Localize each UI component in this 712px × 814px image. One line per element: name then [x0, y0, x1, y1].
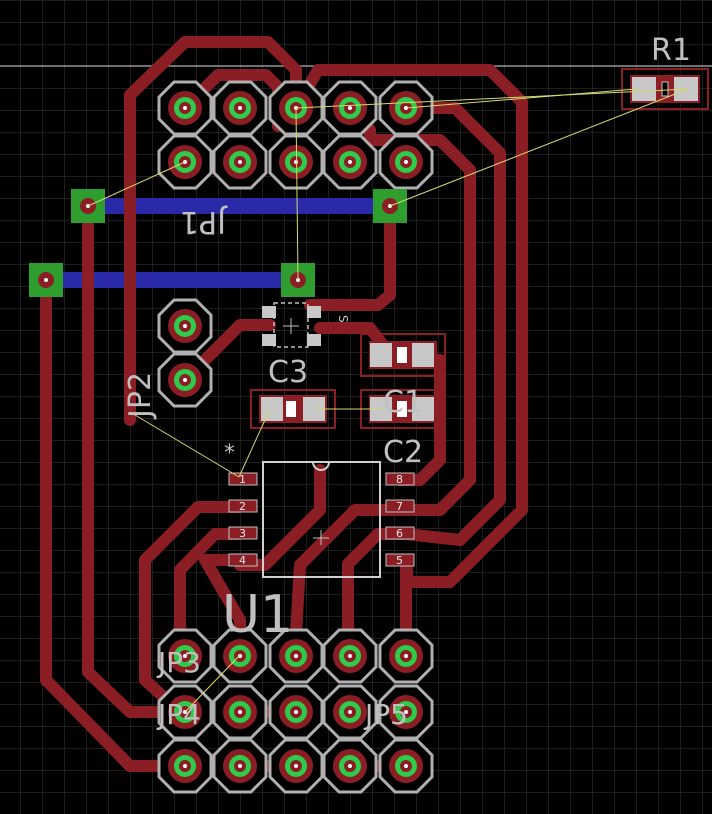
through-hole-pad[interactable] — [268, 134, 324, 190]
through-hole-pad[interactable] — [378, 628, 434, 684]
through-hole-pad[interactable] — [322, 628, 378, 684]
through-hole-pad[interactable] — [268, 684, 324, 740]
label-jp1: JP1 — [180, 204, 228, 239]
through-hole-pad[interactable] — [378, 738, 434, 794]
label-c3: C3 — [268, 355, 308, 390]
label-jp4: JP4 — [156, 698, 201, 731]
label-jp5: JP5 — [363, 698, 408, 731]
through-hole-pad[interactable] — [157, 352, 213, 408]
trace-a[interactable] — [124, 36, 302, 426]
through-hole-pad[interactable] — [157, 80, 213, 136]
u1-pad[interactable] — [228, 526, 258, 540]
sot-regulator[interactable] — [262, 302, 321, 348]
through-hole-pad[interactable] — [212, 134, 268, 190]
trace-q[interactable] — [40, 274, 412, 772]
u1-pad[interactable] — [385, 472, 415, 486]
label-jp3: JP3 — [156, 646, 201, 679]
u1-pin-number: 7 — [396, 500, 403, 513]
u1-pin-number: 2 — [239, 500, 246, 513]
through-hole-pad[interactable] — [212, 684, 268, 740]
airwire — [295, 88, 689, 109]
pin1-marker: * — [224, 441, 235, 466]
airwire — [184, 654, 241, 713]
u1-pad[interactable] — [228, 472, 258, 486]
airwire — [129, 411, 240, 478]
u1-pin-number: 3 — [239, 527, 246, 540]
through-hole-pad[interactable] — [157, 738, 213, 794]
through-hole-pad[interactable] — [212, 80, 268, 136]
via-group — [29, 189, 407, 297]
airwire — [295, 107, 299, 281]
u1-pin-number: 6 — [396, 527, 403, 540]
through-hole-pad[interactable] — [378, 684, 434, 740]
u1-pin-number: 5 — [396, 554, 403, 567]
airwire — [405, 88, 637, 109]
ic-u1-pin-numbers: 1 2 3 4 5 6 7 8 — [239, 473, 403, 567]
header-bottom-group — [157, 628, 434, 794]
trace-e[interactable] — [400, 102, 506, 546]
ic-u1-body[interactable] — [262, 461, 381, 578]
label-u1: U1 — [222, 585, 293, 645]
u1-pin-number: 8 — [396, 473, 403, 486]
u1-pad[interactable] — [385, 526, 415, 540]
through-hole-pad[interactable] — [157, 628, 213, 684]
u1-pad[interactable] — [228, 499, 258, 513]
u1-pad[interactable] — [385, 553, 415, 567]
label-c1: C1 — [383, 385, 423, 420]
through-hole-pad[interactable] — [268, 738, 324, 794]
through-hole-pad[interactable] — [378, 134, 434, 190]
through-hole-pad[interactable] — [322, 80, 378, 136]
u1-pad[interactable] — [228, 553, 258, 567]
through-hole-pad[interactable] — [212, 738, 268, 794]
header-jp2 — [157, 298, 213, 408]
trace-p[interactable] — [82, 200, 412, 718]
through-hole-pad[interactable] — [322, 738, 378, 794]
sot-mark: S — [336, 315, 350, 323]
through-hole-pad[interactable] — [322, 134, 378, 190]
via[interactable] — [29, 263, 63, 297]
trace-h[interactable] — [314, 322, 389, 351]
u1-pin-number: 1 — [239, 473, 246, 486]
resistor-r1[interactable] — [621, 68, 709, 110]
label-c2: C2 — [383, 435, 423, 470]
silkscreen-labels: R1 JP1 JP2 C1 C2 C3 U1 JP3 JP4 JP5 * S — [123, 33, 691, 731]
trace-f[interactable] — [304, 200, 396, 311]
trace-k[interactable] — [174, 528, 245, 656]
airwire-layer — [87, 88, 689, 713]
through-hole-pad[interactable] — [157, 298, 213, 354]
label-r1: R1 — [651, 33, 691, 68]
capacitor-c1[interactable] — [360, 333, 446, 377]
u1-pin-number: 4 — [239, 554, 246, 567]
label-jp2: JP2 — [123, 372, 158, 420]
trace-j[interactable] — [139, 501, 245, 718]
trace-c[interactable] — [290, 64, 528, 588]
airwire — [238, 408, 271, 478]
airwire — [87, 161, 186, 207]
ic-u1-pads — [228, 472, 415, 567]
u1-pad[interactable] — [385, 499, 415, 513]
airwire — [389, 88, 689, 207]
through-hole-pad[interactable] — [322, 684, 378, 740]
through-hole-pad[interactable] — [268, 628, 324, 684]
